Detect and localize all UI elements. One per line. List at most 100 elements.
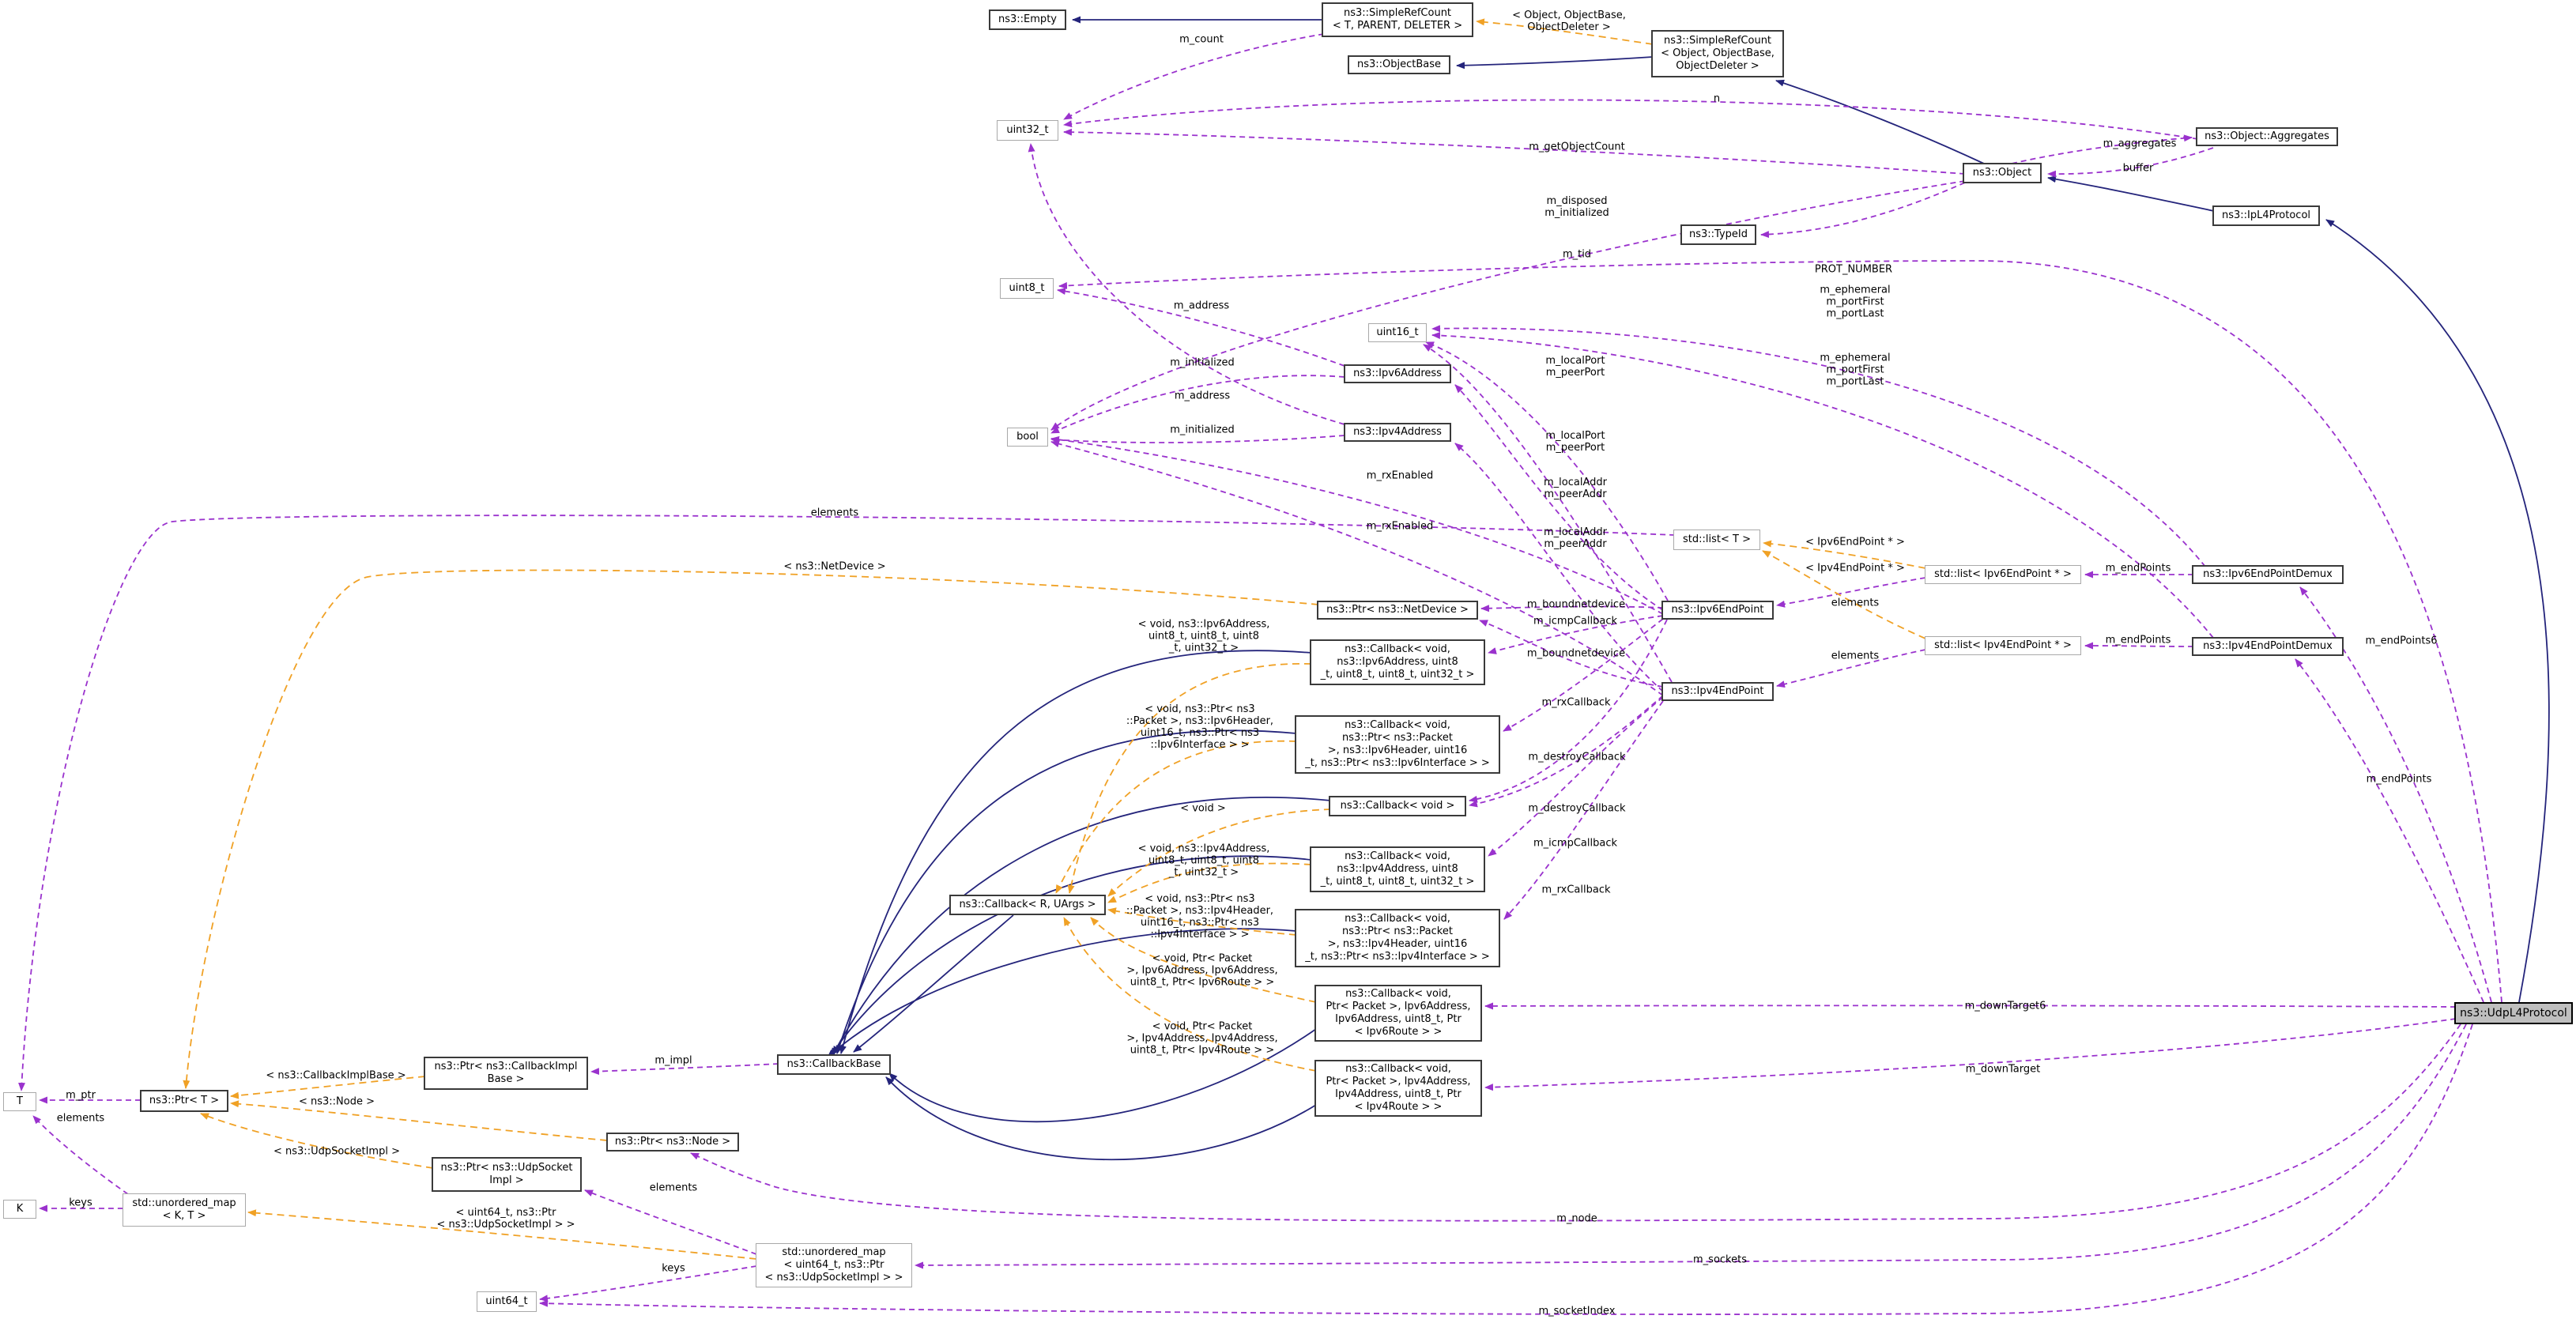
class-node-label: Ipv6Address, uint8_t, Ptr xyxy=(1335,1013,1461,1025)
edge-template-cb6a-to-cbRU xyxy=(1067,663,1312,894)
class-node-object[interactable]: ns3::Object xyxy=(1963,163,2042,183)
edge-member-ipv4addr-to-bool xyxy=(1050,435,1345,444)
class-node-label: ns3::Ipv6Address xyxy=(1353,368,1442,379)
class-node-cbbase[interactable]: ns3::CallbackBase xyxy=(777,1054,891,1075)
edge-label-line: m_localAddr xyxy=(1544,477,1607,488)
edge-member-aggregates-to-object xyxy=(2047,147,2214,178)
class-node-ptrnode[interactable]: ns3::Ptr< ns3::Node > xyxy=(606,1133,739,1152)
edge-label-line: < void, Ptr< Packet xyxy=(1152,952,1253,965)
edge-label-line: uint8_t, Ptr< Ipv6Route > > xyxy=(1130,976,1275,989)
class-node-umapKT: std::unordered_map< K, T > xyxy=(123,1193,246,1227)
class-node-label: ns3::Callback< void, xyxy=(1345,719,1450,731)
edge-label-line: n xyxy=(1713,92,1721,105)
class-node-label: _t, uint8_t, uint8_t, uint32_t > xyxy=(1320,876,1475,888)
edge-label-line: < void, ns3::Ipv4Address, xyxy=(1137,842,1270,855)
edge-member-udp-to-cb6r xyxy=(1484,1002,2457,1010)
edge-label-line: < void, Ptr< Packet xyxy=(1152,1020,1253,1033)
class-node-ep4[interactable]: ns3::Ipv4EndPoint xyxy=(1661,682,1774,701)
class-node-typeid[interactable]: ns3::TypeId xyxy=(1680,224,1756,245)
class-node-ep6[interactable]: ns3::Ipv6EndPoint xyxy=(1661,601,1774,620)
class-node-cb6a[interactable]: ns3::Callback< void,ns3::Ipv6Address, ui… xyxy=(1310,639,1485,685)
class-node-src_obj[interactable]: ns3::SimpleRefCount< Object, ObjectBase,… xyxy=(1651,30,1784,77)
class-node-label: _t, uint8_t, uint8_t, uint32_t > xyxy=(1320,669,1475,680)
class-node-udp[interactable]: ns3::UdpL4Protocol xyxy=(2454,1002,2573,1024)
class-node-ipv6addr[interactable]: ns3::Ipv6Address xyxy=(1344,364,1451,383)
edge-label-line: PROT_NUMBER xyxy=(1814,263,1893,276)
class-node-label: < T, PARENT, DELETER > xyxy=(1332,20,1463,32)
edge-label-tmpl_umap: < uint64_t, ns3::Ptr< ns3::UdpSocketImpl… xyxy=(436,1207,575,1231)
edge-member-src_t-to-uint32 xyxy=(1063,33,1325,120)
class-node-label: ns3::ObjectBase xyxy=(1356,58,1442,70)
class-node-cb4r[interactable]: ns3::Callback< void,Ptr< Packet >, Ipv4A… xyxy=(1314,1060,1482,1117)
edge-label-m_getObjectCount: m_getObjectCount xyxy=(1529,141,1624,153)
class-node-label: < Ipv6Route > > xyxy=(1354,1026,1443,1038)
class-node-label: < Object, ObjectBase, xyxy=(1661,47,1775,59)
class-node-objectbase[interactable]: ns3::ObjectBase xyxy=(1348,55,1450,74)
edge-label-line: elements xyxy=(56,1112,105,1125)
edge-label-elements4: elements xyxy=(1831,650,1879,662)
edge-label-line: m_icmpCallback xyxy=(1533,837,1617,850)
edge-label-line: m_initialized xyxy=(1170,356,1235,369)
class-node-ipl4[interactable]: ns3::IpL4Protocol xyxy=(2212,205,2320,226)
edge-label-line: m_boundnetdevice xyxy=(1526,598,1626,611)
class-node-label: ns3::Ipv4EndPoint xyxy=(1671,685,1764,697)
class-node-label: ns3::Callback< void > xyxy=(1340,800,1455,812)
class-node-cbRU[interactable]: ns3::Callback< R, UArgs > xyxy=(949,895,1106,915)
edge-template-umap64-to-umapKT xyxy=(247,1209,757,1260)
edge-label-line: m_rxEnabled xyxy=(1366,520,1434,533)
edge-label-m_socketIndex: m_socketIndex xyxy=(1539,1306,1616,1317)
class-node-ipv4addr[interactable]: ns3::Ipv4Address xyxy=(1344,423,1451,442)
class-node-label: bool xyxy=(1016,431,1039,443)
edge-label-m_tid: m_tid xyxy=(1563,249,1591,261)
edge-label-line: m_node xyxy=(1556,1212,1597,1225)
edge-member-list6-to-ep6 xyxy=(1776,577,1926,608)
class-node-label: ns3::Ptr< ns3::Node > xyxy=(614,1136,731,1148)
class-node-demux6[interactable]: ns3::Ipv6EndPointDemux xyxy=(2192,565,2344,584)
edge-label-m_downTarget6: m_downTarget6 xyxy=(1965,1001,2046,1012)
edge-label-m_endPoints6: m_endPoints6 xyxy=(2366,635,2438,647)
class-node-label: ns3::SimpleRefCount xyxy=(1663,35,1772,47)
class-node-label: _t, ns3::Ptr< ns3::Ipv6Interface > > xyxy=(1305,757,1490,769)
edge-member-object-to-typeid xyxy=(1760,182,1966,239)
edge-label-PROT_NUMBER: PROT_NUMBER xyxy=(1815,264,1892,276)
edge-label-m_count: m_count xyxy=(1179,34,1224,46)
edge-inherit-ipl4-to-object xyxy=(2047,175,2215,212)
edge-member-ipv4addr-to-uint32 xyxy=(1028,143,1345,425)
class-node-cb4p[interactable]: ns3::Callback< void,ns3::Ptr< ns3::Packe… xyxy=(1295,909,1500,967)
class-node-label: ns3::Ptr< ns3::UdpSocket xyxy=(440,1162,573,1174)
edge-label-m_endPoints_4: m_endPoints xyxy=(2106,635,2171,646)
edge-member-ep6-to-cb6a xyxy=(1488,615,1664,654)
edge-inherit-object-to-src_obj xyxy=(1775,79,1985,164)
edge-label-m_node: m_node xyxy=(1556,1213,1597,1225)
class-node-umap64: std::unordered_map< uint64_t, ns3::Ptr< … xyxy=(756,1243,912,1287)
class-node-cb4a[interactable]: ns3::Callback< void,ns3::Ipv4Address, ui… xyxy=(1310,846,1485,892)
edge-template-list6-to-listT xyxy=(1763,540,1926,569)
edge-label-m_endPoints_r: m_endPoints xyxy=(2367,774,2432,786)
edge-label-line: m_rxCallback xyxy=(1541,696,1611,709)
edge-member-ipv6addr-to-bool xyxy=(1050,375,1345,434)
edge-label-line: ::Ipv4Interface > > xyxy=(1150,929,1250,940)
class-node-src_t[interactable]: ns3::SimpleRefCount< T, PARENT, DELETER … xyxy=(1322,2,1473,37)
class-node-ptrT[interactable]: ns3::Ptr< T > xyxy=(140,1090,228,1112)
class-node-cbvoid[interactable]: ns3::Callback< void > xyxy=(1329,796,1466,816)
class-node-demux4[interactable]: ns3::Ipv4EndPointDemux xyxy=(2192,637,2344,656)
edge-label-line: elements xyxy=(649,1182,698,1194)
class-node-ptrnd[interactable]: ns3::Ptr< ns3::NetDevice > xyxy=(1317,601,1478,620)
edge-label-m_icmp1: m_icmpCallback xyxy=(1533,616,1617,628)
edge-label-line: < ns3::NetDevice > xyxy=(783,560,886,573)
class-node-label: ns3::Callback< void, xyxy=(1345,643,1450,655)
edge-label-elements_left: elements xyxy=(811,507,858,519)
class-node-cb6r[interactable]: ns3::Callback< void,Ptr< Packet >, Ipv6A… xyxy=(1314,985,1482,1042)
edge-member-demux6-to-uint16 xyxy=(1431,325,2206,567)
edge-label-line: m_peerPort xyxy=(1545,442,1605,454)
class-node-aggregates[interactable]: ns3::Object::Aggregates xyxy=(2196,127,2338,146)
class-node-empty[interactable]: ns3::Empty xyxy=(989,9,1066,30)
edge-member-udp-to-uint64 xyxy=(539,1023,2473,1315)
edge-label-keys_64: keys xyxy=(662,1263,685,1275)
class-node-cb6p[interactable]: ns3::Callback< void,ns3::Ptr< ns3::Packe… xyxy=(1295,715,1500,774)
edge-member-cbbase-to-ptrcbi xyxy=(590,1063,779,1076)
edge-label-line: < Ipv4EndPoint * > xyxy=(1805,562,1905,575)
